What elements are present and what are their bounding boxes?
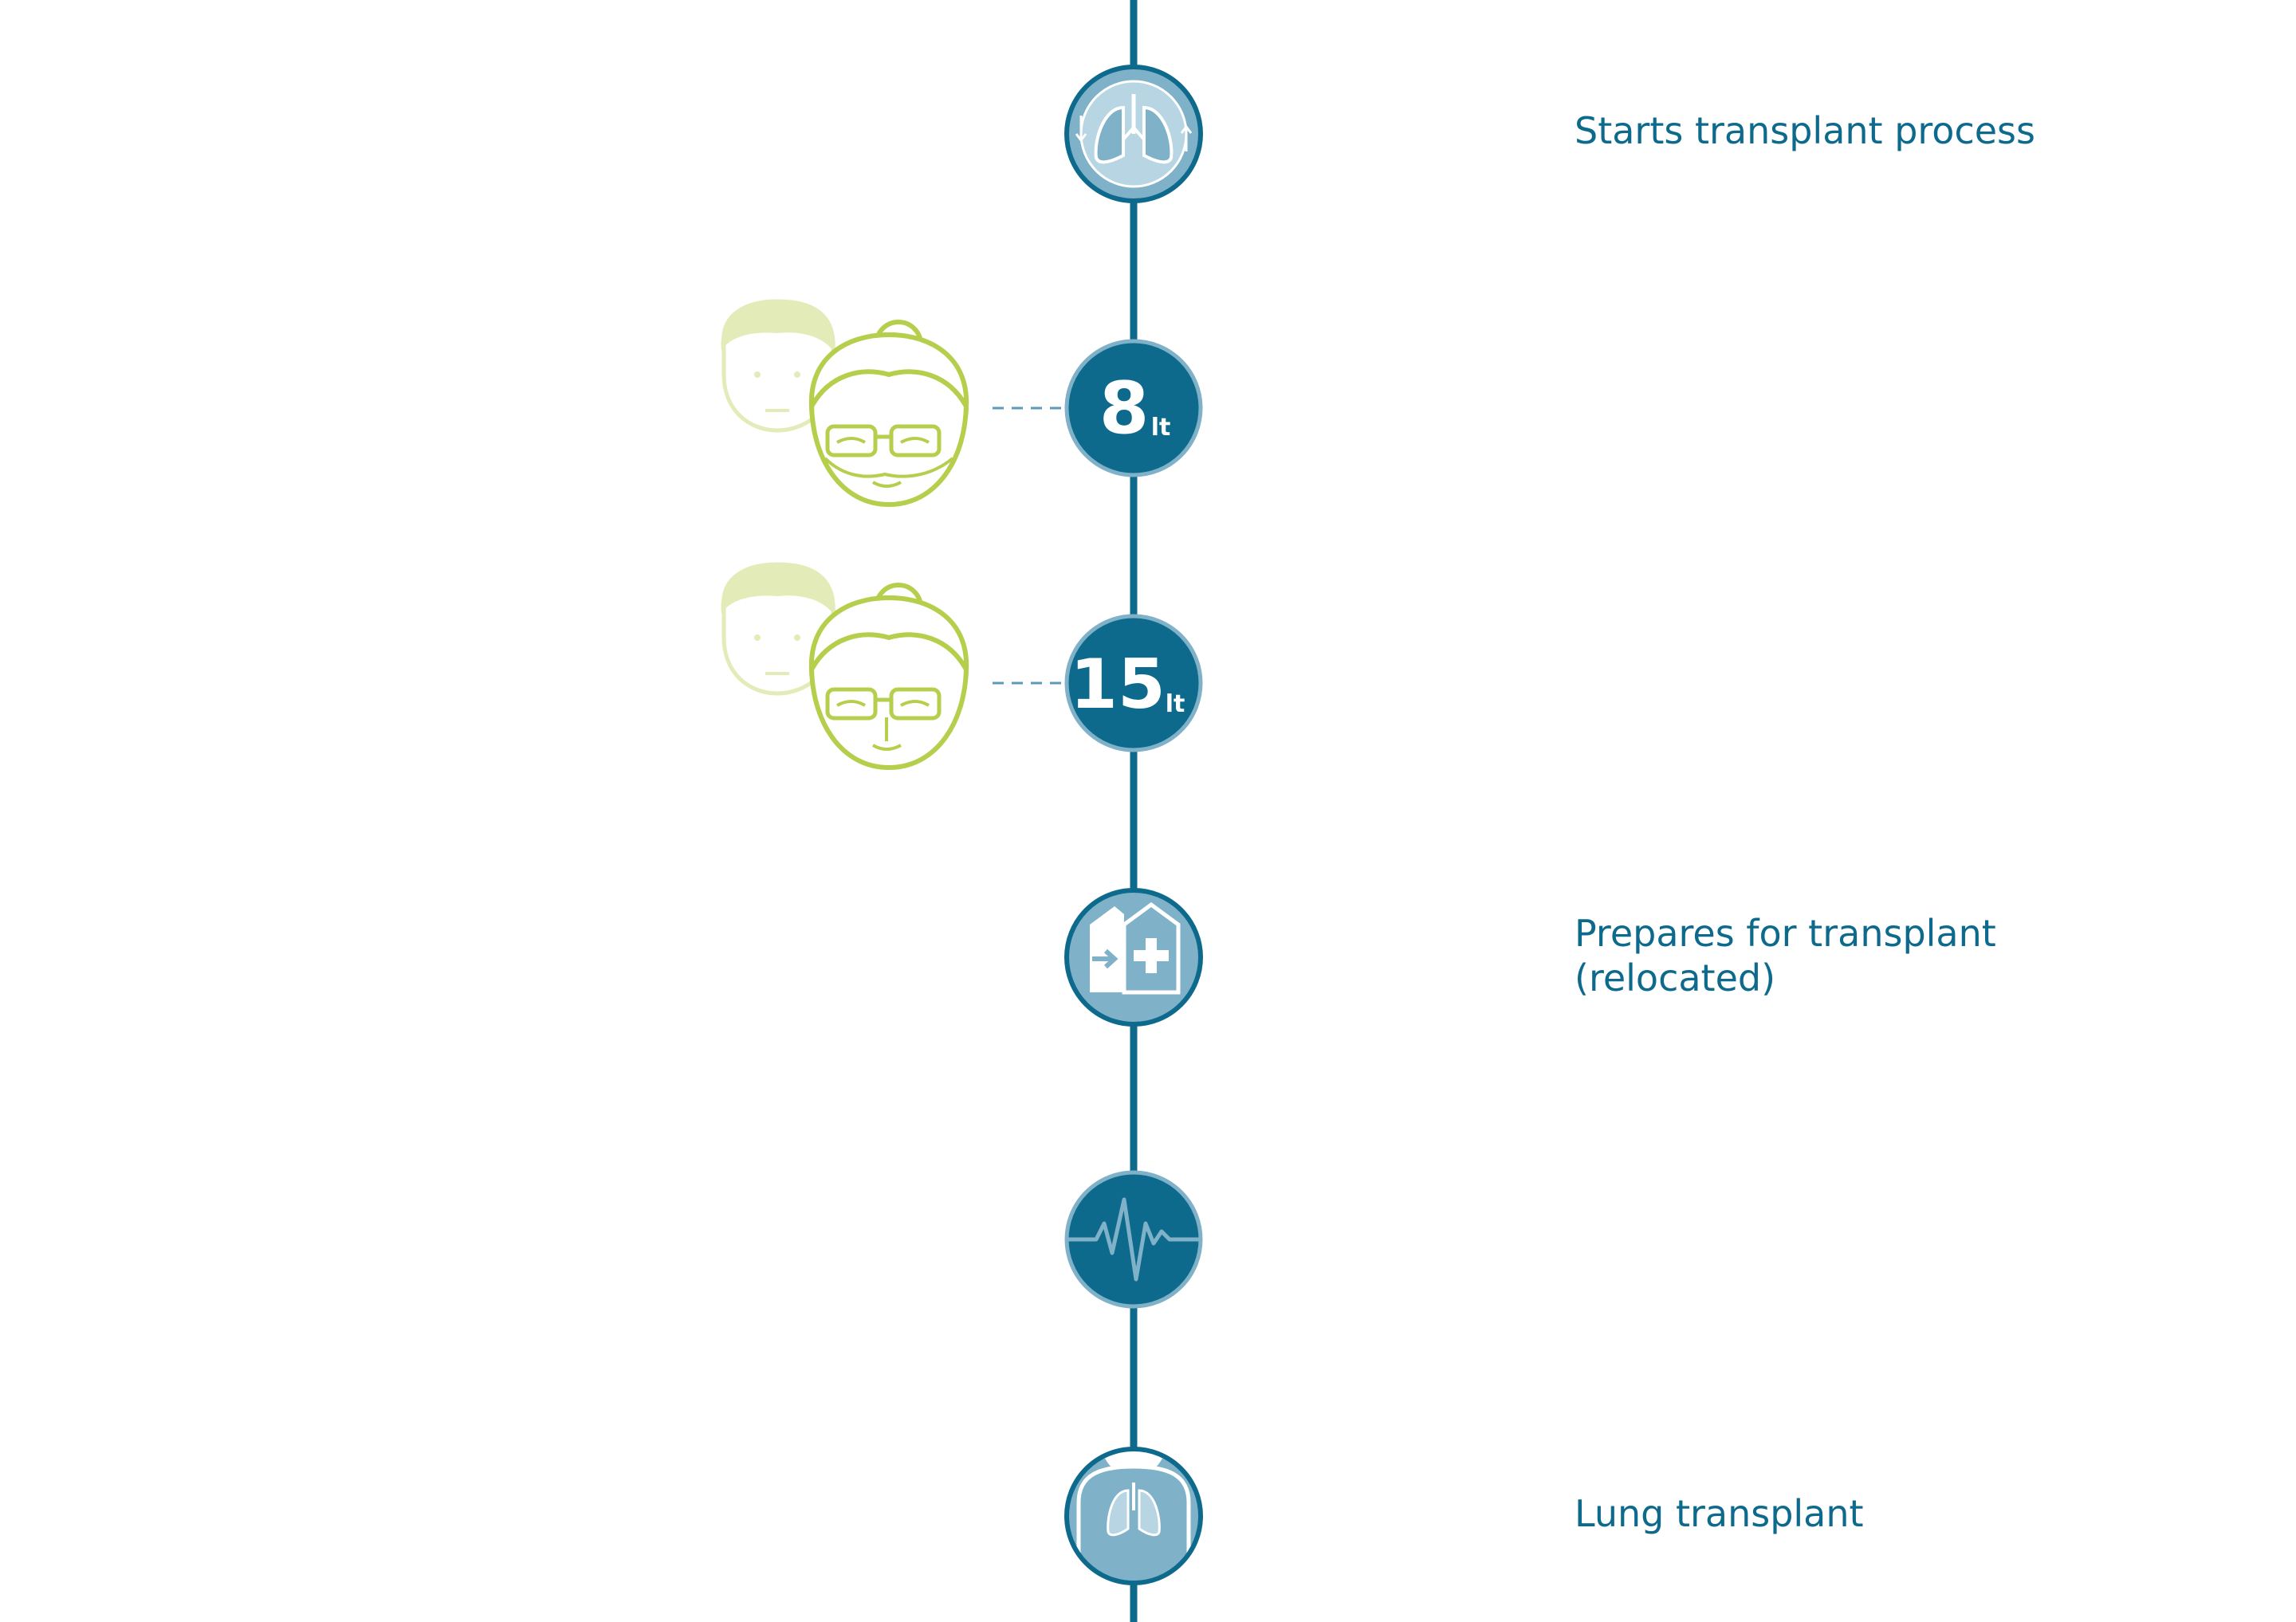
person-pair-icon: [721, 562, 969, 771]
person-pair-icon: [721, 299, 969, 508]
step-label: Starts transplant process: [1575, 109, 2035, 152]
step-heartbeat: [1064, 1170, 1203, 1309]
badge-number: 15: [1070, 645, 1166, 725]
step-label: Prepares for transplant (relocated): [1575, 912, 2007, 1000]
step-label-line: Lung transplant: [1575, 1492, 1864, 1535]
step-oxygen-15: 15 lt: [721, 562, 1203, 771]
man-face-icon: [721, 562, 835, 696]
step-label-line: Starts transplant process: [1575, 109, 2035, 152]
woman-face-icon: [808, 583, 969, 771]
lungs-icon: [1064, 65, 1203, 203]
woman-face-icon: [808, 320, 969, 508]
badge-unit: lt: [1151, 414, 1171, 442]
oxygen-15-liters-icon: 15 lt: [1064, 614, 1203, 752]
badge-unit: lt: [1166, 690, 1185, 718]
step-label-line: Prepares for transplant: [1575, 912, 1996, 955]
heartbeat-icon: [1064, 1170, 1203, 1309]
badge-number: 8: [1099, 367, 1150, 450]
step-starts-transplant: Starts transplant process: [1064, 65, 2035, 203]
step-oxygen-8: 8 lt: [721, 299, 1203, 508]
step-prepares-transplant: Prepares for transplant (relocated): [1064, 888, 2007, 1027]
step-lung-transplant: Lung transplant: [1064, 1447, 1864, 1585]
step-label-line: (relocated): [1575, 956, 1775, 1000]
step-label: Lung transplant: [1575, 1492, 1864, 1535]
chest-lungs-icon: [1064, 1447, 1203, 1585]
oxygen-8-liters-icon: 8 lt: [1064, 339, 1203, 477]
hospital-relocation-icon: [1064, 888, 1203, 1027]
